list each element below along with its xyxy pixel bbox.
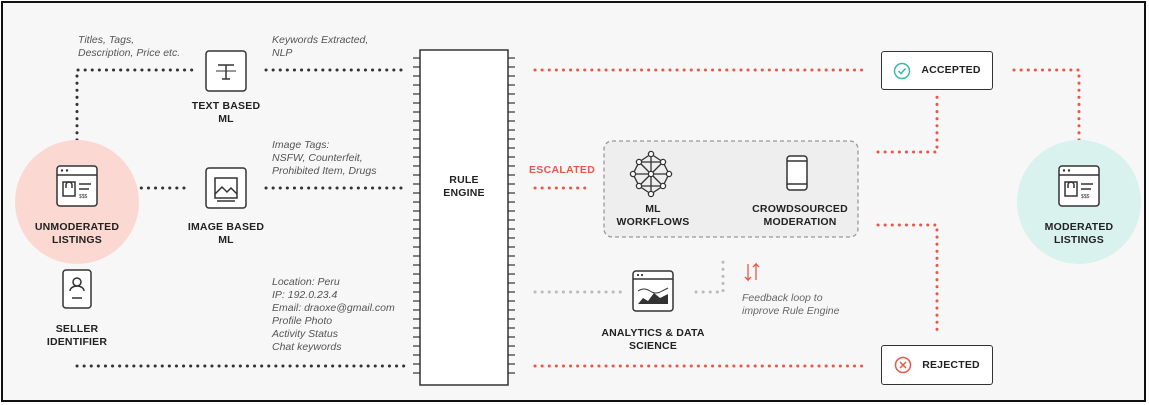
connector-listings-to-text: [75, 68, 197, 142]
crowdsourced-moderation-label: CROWDSOURCED MODERATION: [752, 203, 848, 228]
id-card-icon: [62, 269, 92, 309]
neural-network-icon: [629, 150, 673, 198]
connector-escalation-to-accepted: [876, 93, 939, 154]
analytics-data-science-label: ANALYTICS & DATA SCIENCE: [601, 327, 705, 352]
browser-listing-icon: $$$: [56, 165, 98, 207]
connector-escalation-to-rejected: [876, 223, 939, 332]
text-inputs-note: Titles, Tags, Description, Price etc.: [78, 34, 181, 59]
feedback-note: Feedback loop to improve Rule Engine: [742, 292, 840, 317]
mobile-phone-icon: [786, 155, 808, 191]
analytics-window-icon: [632, 270, 674, 312]
moderated-listings-label: MODERATED LISTINGS: [1044, 221, 1114, 246]
rejected-badge: REJECTED: [881, 345, 993, 385]
seller-identifier-label: SELLER IDENTIFIER: [46, 323, 108, 348]
image-icon: [205, 167, 247, 209]
escalated-label: ESCALATED: [529, 164, 596, 176]
accepted-label: ACCEPTED: [921, 64, 981, 76]
image-outputs-note: Image Tags: NSFW, Counterfeit, Prohibite…: [272, 139, 377, 177]
connector-accepted-to-moderated: [1012, 68, 1081, 160]
connector-analytics-feedback: [694, 256, 725, 294]
svg-text:$$$: $$$: [79, 194, 88, 200]
text-outputs-note: Keywords Extracted, NLP: [272, 34, 369, 59]
rule-engine-chip: [413, 49, 515, 386]
svg-text:$$$: $$$: [1081, 194, 1090, 200]
refresh-arrows-icon: [744, 262, 760, 282]
unmoderated-listings-label: UNMODERATED LISTINGS: [34, 221, 120, 246]
browser-listing-icon: $$$: [1058, 165, 1100, 207]
x-circle-icon: [894, 356, 912, 374]
text-format-icon: [205, 50, 247, 92]
check-circle-icon: [894, 62, 911, 79]
seller-outputs-note: Location: Peru IP: 192.0.23.4 Email: dra…: [272, 276, 395, 353]
rule-engine-label: RULE ENGINE: [443, 174, 485, 199]
image-based-ml-label: IMAGE BASED ML: [187, 221, 265, 246]
rejected-label: REJECTED: [922, 358, 980, 371]
text-based-ml-label: TEXT BASED ML: [191, 100, 261, 125]
ml-workflows-label: ML WORKFLOWS: [616, 203, 690, 228]
accepted-badge: ACCEPTED: [881, 51, 993, 90]
